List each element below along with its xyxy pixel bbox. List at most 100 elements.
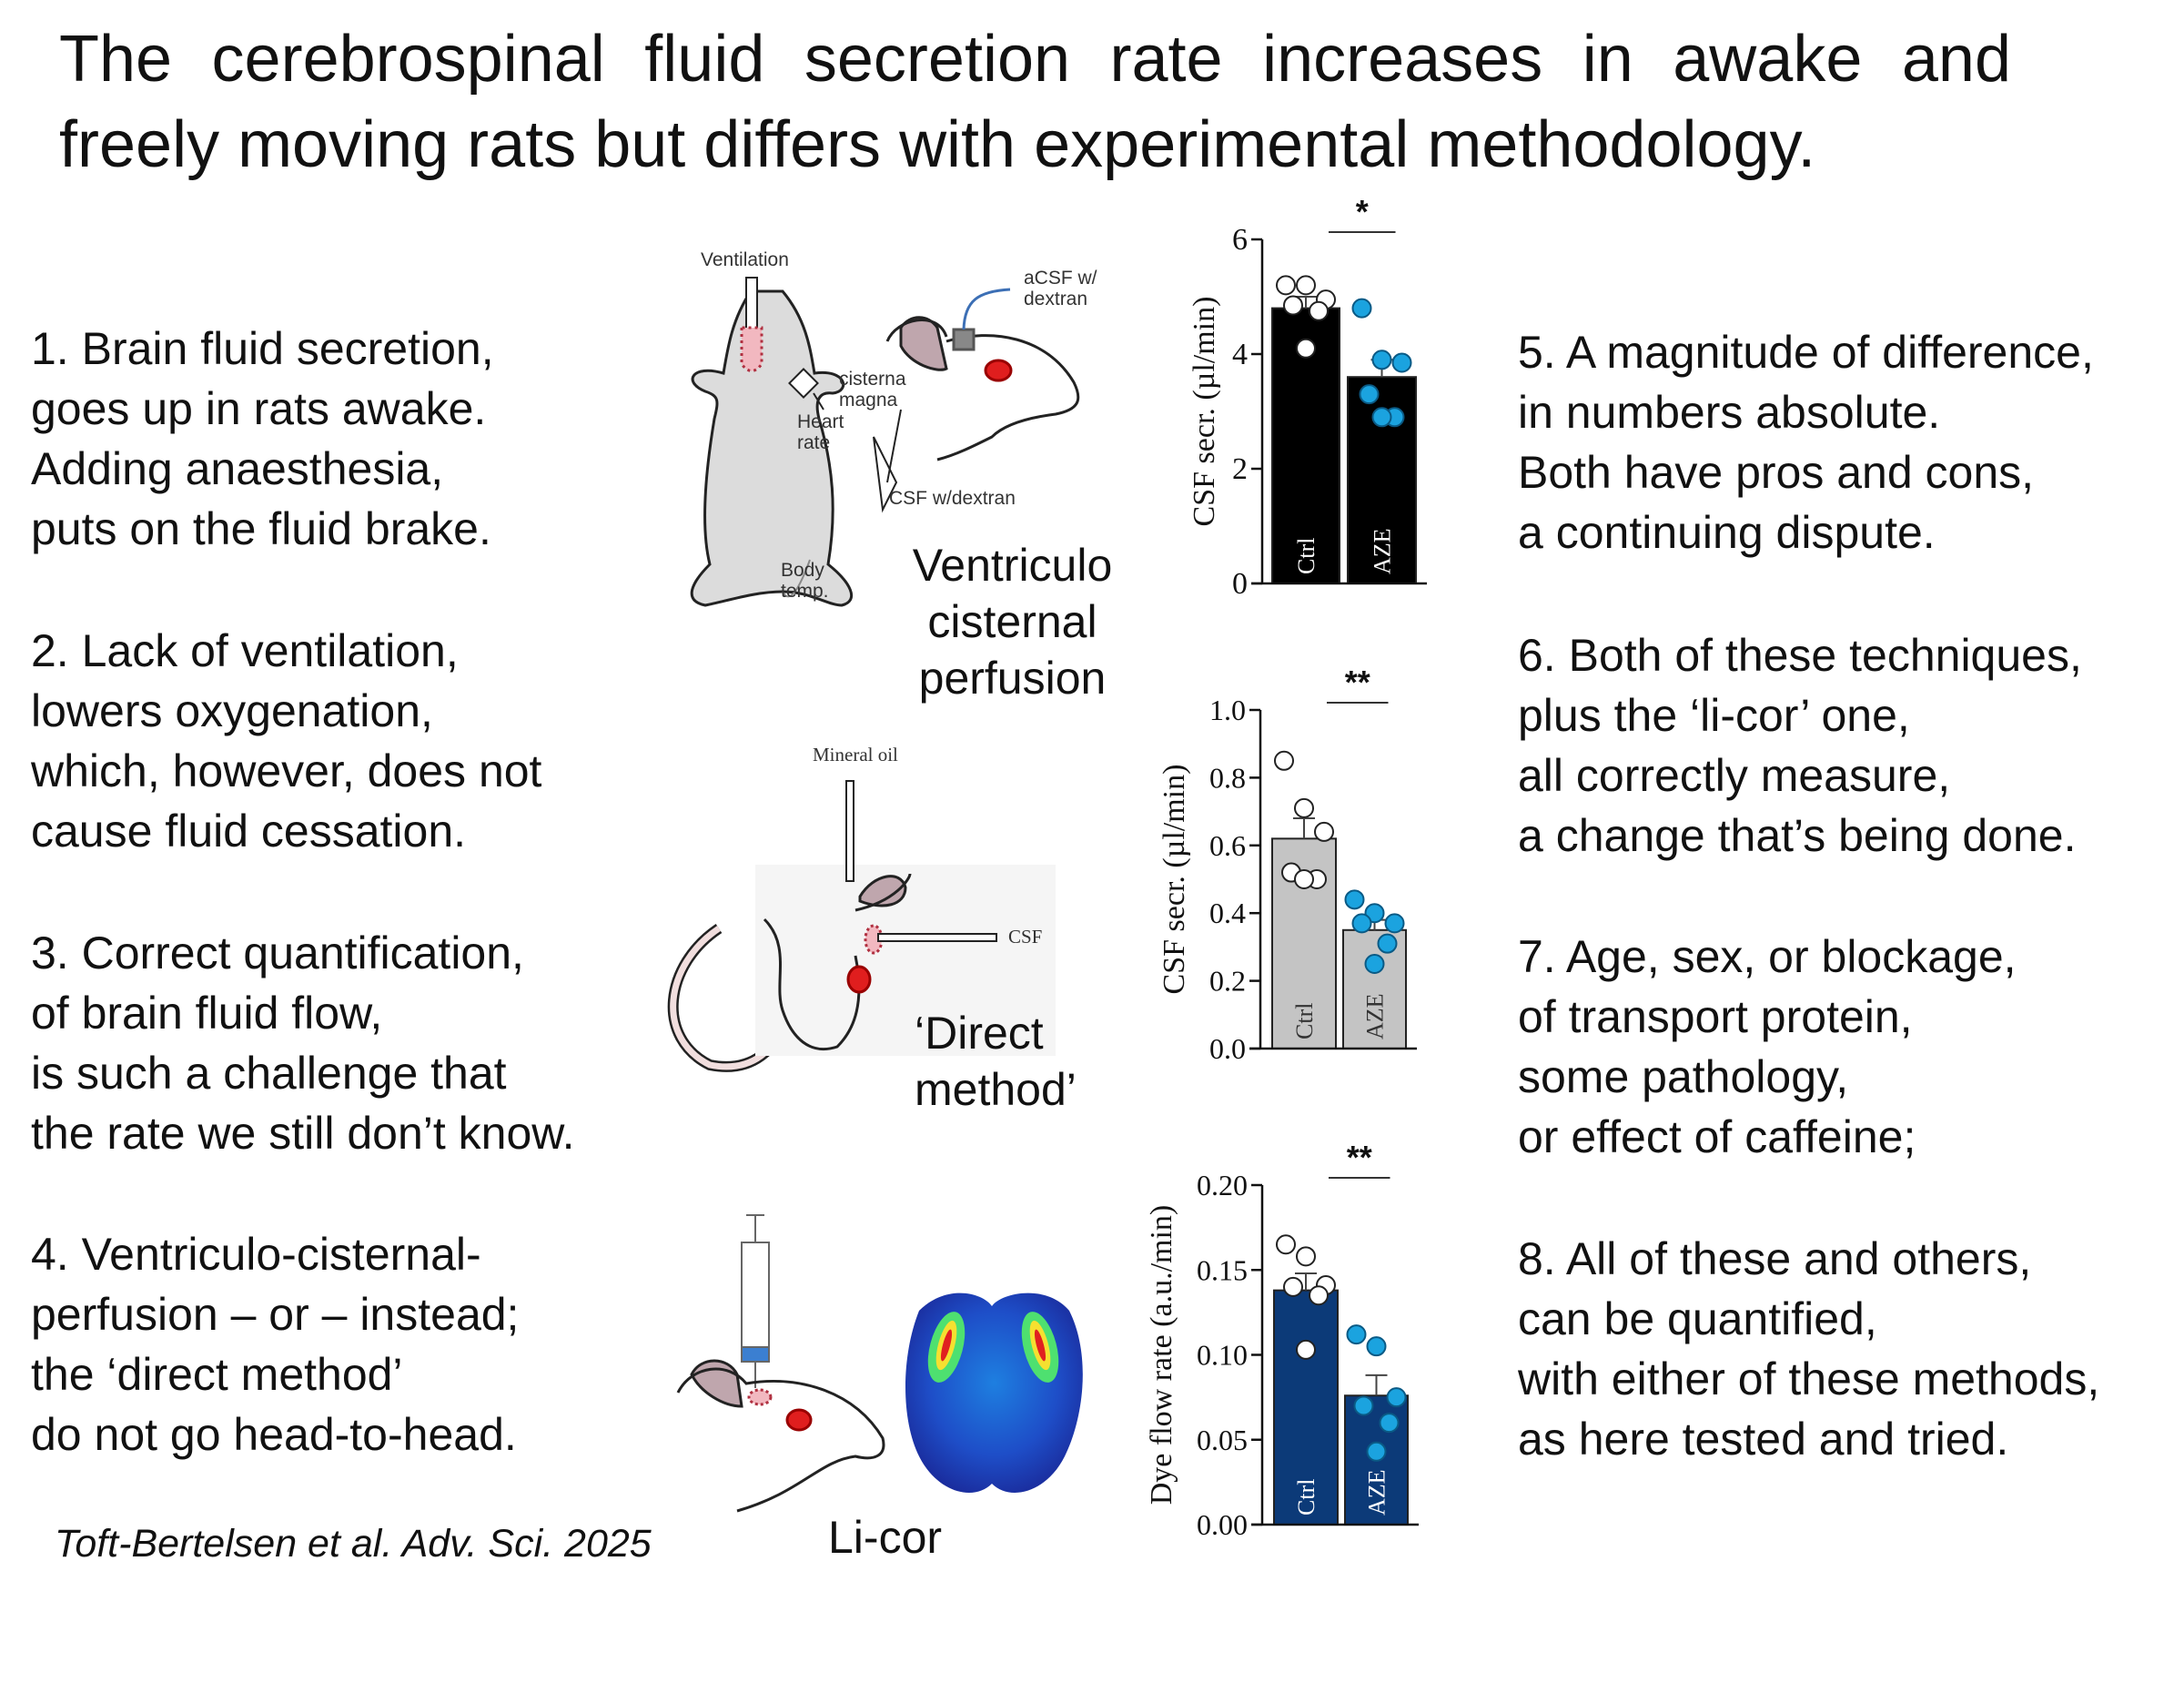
- category-label: AZE: [1370, 528, 1396, 574]
- verse-1: 1. Brain fluid secretion,goes up in rats…: [31, 319, 494, 559]
- label-csf-dextran: CSF w/dextran: [889, 488, 1016, 509]
- method-label-licor: Li-cor: [828, 1512, 943, 1563]
- data-point: [1283, 295, 1303, 316]
- verse-line: of brain fluid flow,: [31, 988, 383, 1039]
- y-tick-label: 1.0: [1209, 694, 1246, 726]
- y-tick-label: 0.00: [1197, 1508, 1248, 1541]
- verse-line: plus the ‘li-cor’ one,: [1518, 690, 1910, 741]
- data-point: [1366, 1336, 1387, 1357]
- significance-label: **: [1347, 1139, 1372, 1176]
- title-line-2: freely moving rats but differs with expe…: [59, 108, 1816, 181]
- y-tick-label: 6: [1232, 223, 1248, 257]
- data-point: [1371, 407, 1392, 428]
- verse-line: 5. A magnitude of difference,: [1518, 327, 2094, 378]
- data-point: [1276, 1234, 1296, 1255]
- verse-8: 8. All of these and others,can be quanti…: [1518, 1229, 2099, 1469]
- y-tick-label: 0: [1232, 567, 1248, 601]
- bar-ctrl: [1273, 1289, 1339, 1526]
- category-label: Ctrl: [1291, 1003, 1318, 1039]
- label-line: aCSF w/: [1024, 268, 1097, 289]
- data-point: [1294, 797, 1314, 818]
- data-point: [1379, 1413, 1400, 1434]
- label-line: perfusion: [918, 653, 1107, 704]
- rat-top-view-illustration: [667, 277, 854, 1072]
- data-point: [1364, 954, 1385, 974]
- data-point: [1283, 1276, 1303, 1297]
- verse-line: a continuing dispute.: [1518, 507, 1936, 558]
- verse-6: 6. Both of these techniques, plus the ‘li…: [1518, 625, 2082, 866]
- y-axis-label: CSF secr. (µl/min): [1188, 297, 1221, 527]
- label-line: rate: [797, 432, 831, 453]
- rat-head-vcp-illustration: [873, 288, 1080, 513]
- data-point: [1353, 1395, 1374, 1416]
- rat-head-direct-illustration: [755, 780, 1056, 1056]
- label-csf: CSF: [1008, 926, 1043, 948]
- verse-line: a change that’s being done.: [1518, 810, 2077, 861]
- label-line: Body: [781, 560, 824, 581]
- data-point: [1386, 1387, 1407, 1408]
- verse-2: 2. Lack of ventilation,lowers oxygenatio…: [31, 621, 541, 861]
- verse-line: Both have pros and cons,: [1518, 447, 2035, 498]
- data-point: [1296, 1246, 1316, 1267]
- category-label: Ctrl: [1293, 1479, 1320, 1515]
- significance-label: **: [1345, 664, 1370, 701]
- data-point: [1294, 869, 1314, 889]
- label-line: magna: [839, 390, 898, 411]
- verse-line: which, however, does not: [31, 745, 542, 796]
- label-line: temp.: [781, 581, 829, 602]
- verse-line: some pathology,: [1518, 1051, 1849, 1102]
- data-point: [1346, 1324, 1367, 1345]
- verse-line: 8. All of these and others,: [1518, 1233, 2032, 1284]
- label-line: ‘Direct: [915, 1008, 1044, 1059]
- verse-4: 4. Ventriculo-cisternal-perfusion – or –…: [31, 1224, 519, 1465]
- y-axis-label: CSF secr. (µl/min): [1158, 765, 1191, 995]
- verse-7: 7. Age, sex, or blockage, of transport pr…: [1518, 927, 2017, 1167]
- verse-line: the ‘direct method’: [31, 1349, 403, 1400]
- verse-line: with either of these methods,: [1518, 1353, 2100, 1404]
- verse-line: all correctly measure,: [1518, 750, 1951, 801]
- verse-line: 1. Brain fluid secretion,: [31, 323, 494, 374]
- data-point: [1309, 1285, 1329, 1306]
- bar-aze: [1342, 928, 1407, 1049]
- y-tick-label: 2: [1232, 452, 1248, 486]
- category-label: AZE: [1364, 1469, 1390, 1515]
- verse-line: 4. Ventriculo-cisternal-: [31, 1229, 481, 1280]
- y-tick-label: 0.2: [1209, 965, 1246, 998]
- y-tick-label: 0.0: [1209, 1032, 1246, 1065]
- data-point: [1314, 821, 1334, 842]
- data-point: [1276, 275, 1296, 296]
- syringe-illustration: [741, 1214, 770, 1388]
- y-tick-label: 0.4: [1209, 897, 1246, 929]
- brain-heatmap-image: [905, 1292, 1083, 1493]
- verse-line: 2. Lack of ventilation,: [31, 625, 459, 676]
- verse-line: 6. Both of these techniques,: [1518, 630, 2082, 681]
- y-tick-label: 0.10: [1197, 1339, 1248, 1372]
- verse-line: of transport protein,: [1518, 991, 1913, 1042]
- data-point: [1359, 384, 1380, 405]
- verse-line: is such a challenge that: [31, 1048, 507, 1099]
- data-point: [1344, 889, 1365, 910]
- y-tick-label: 4: [1232, 338, 1248, 371]
- category-label: AZE: [1362, 993, 1389, 1039]
- verse-line: 7. Age, sex, or blockage,: [1518, 931, 2017, 982]
- verse-line: 3. Correct quantification,: [31, 928, 524, 978]
- y-tick-label: 0.15: [1197, 1253, 1248, 1286]
- verse-3: 3. Correct quantification, of brain fluid…: [31, 923, 575, 1163]
- verse-5: 5. A magnitude of difference,in numbers …: [1518, 322, 2094, 563]
- data-point: [1296, 1339, 1316, 1360]
- rat-head-licor-illustration: [676, 1359, 885, 1513]
- data-point: [1351, 298, 1372, 319]
- data-point: [1296, 338, 1316, 359]
- y-axis-label: Dye flow rate (a.u./min): [1145, 1205, 1178, 1505]
- label-line: method’: [915, 1064, 1077, 1115]
- verse-line: as here tested and tried.: [1518, 1414, 2009, 1465]
- data-point: [1371, 350, 1392, 370]
